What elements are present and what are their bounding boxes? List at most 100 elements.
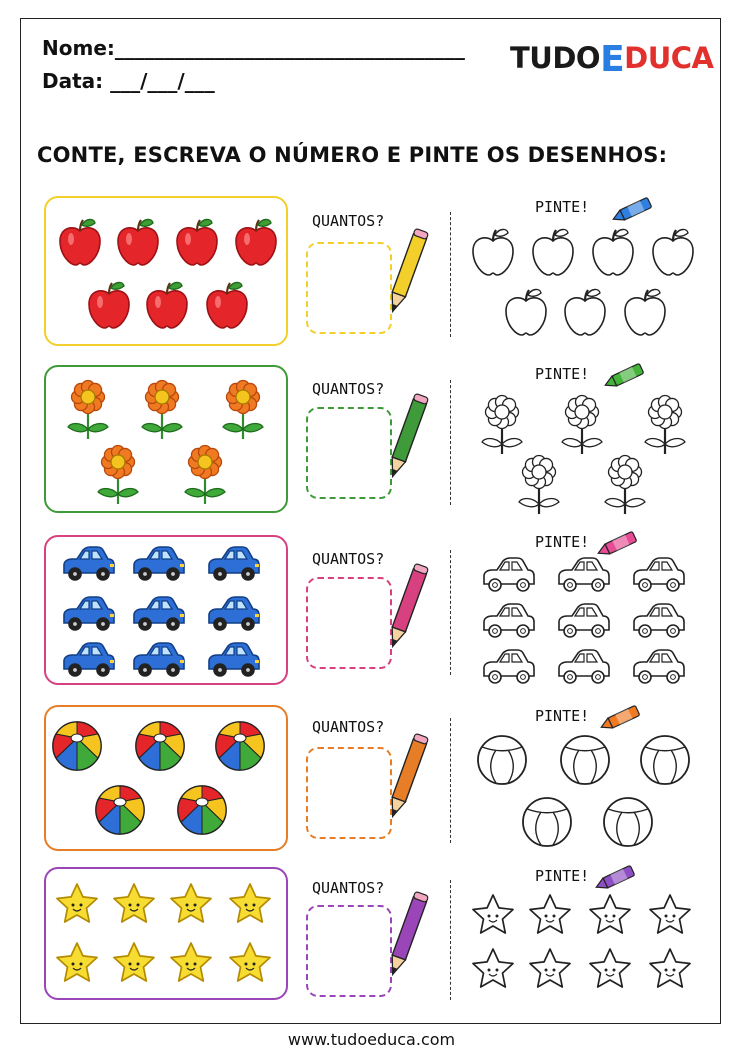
flower-outline-to-color[interactable] xyxy=(644,394,686,455)
answer-box[interactable] xyxy=(306,577,392,669)
ball-colored-picture xyxy=(95,785,145,835)
ball-outline-to-color[interactable] xyxy=(603,797,653,847)
star-colored-picture xyxy=(229,942,271,982)
page-border xyxy=(20,18,721,1024)
flower-outline-to-color[interactable] xyxy=(561,394,603,455)
ball-colored-picture xyxy=(177,785,227,835)
apple-colored-picture xyxy=(176,218,218,266)
date-field-label[interactable]: Data: ___/___/___ xyxy=(42,69,215,93)
crayon-icon xyxy=(597,531,637,555)
star-outline-to-color[interactable] xyxy=(649,894,691,934)
pinte-label: PINTE! xyxy=(535,365,590,383)
star-colored-picture xyxy=(56,942,98,982)
car-outline-to-color[interactable] xyxy=(633,557,685,592)
star-outline-to-color[interactable] xyxy=(649,948,691,988)
crayon-icon xyxy=(604,363,644,387)
instruction-title: CONTE, ESCREVA O NÚMERO E PINTE OS DESEN… xyxy=(37,143,668,167)
pencil-icon xyxy=(391,891,429,977)
ball-colored-picture xyxy=(135,721,185,771)
ball-colored-picture xyxy=(52,721,102,771)
car-outline-to-color[interactable] xyxy=(558,557,610,592)
dashed-divider xyxy=(450,212,451,337)
ball-outline-to-color[interactable] xyxy=(522,797,572,847)
flower-colored-picture xyxy=(184,444,226,504)
star-outline-to-color[interactable] xyxy=(529,948,571,988)
crayon-icon xyxy=(595,865,635,889)
car-colored-picture xyxy=(208,596,260,631)
flower-colored-picture xyxy=(141,379,183,439)
logo-part-tudo: TUDO xyxy=(510,41,601,75)
flower-outline-to-color[interactable] xyxy=(481,394,523,455)
counting-picture-box xyxy=(44,867,288,1000)
tudoeduca-logo: TUDOEDUCA xyxy=(510,36,714,80)
car-outline-to-color[interactable] xyxy=(633,603,685,638)
car-colored-picture xyxy=(63,546,115,581)
car-outline-to-color[interactable] xyxy=(558,603,610,638)
answer-box[interactable] xyxy=(306,407,392,499)
name-field-label[interactable]: Nome:___________________________________ xyxy=(42,36,465,60)
counting-picture-box xyxy=(44,196,288,346)
star-colored-picture xyxy=(113,883,155,923)
crayon-icon xyxy=(600,705,640,729)
ball-outline-to-color[interactable] xyxy=(640,735,690,785)
answer-box[interactable] xyxy=(306,242,392,334)
apple-outline-to-color[interactable] xyxy=(472,228,514,276)
car-outline-to-color[interactable] xyxy=(633,649,685,684)
star-outline-to-color[interactable] xyxy=(472,894,514,934)
counting-picture-box xyxy=(44,365,288,513)
flower-outline-to-color[interactable] xyxy=(604,454,646,515)
apple-colored-picture xyxy=(59,218,101,266)
dashed-divider xyxy=(450,718,451,843)
answer-box[interactable] xyxy=(306,747,392,839)
star-colored-picture xyxy=(170,883,212,923)
star-colored-picture xyxy=(56,883,98,923)
car-colored-picture xyxy=(133,642,185,677)
apple-outline-to-color[interactable] xyxy=(505,288,547,336)
pencil-icon xyxy=(391,393,429,479)
car-outline-to-color[interactable] xyxy=(483,649,535,684)
apple-colored-picture xyxy=(206,281,248,329)
star-outline-to-color[interactable] xyxy=(472,948,514,988)
apple-outline-to-color[interactable] xyxy=(624,288,666,336)
flower-outline-to-color[interactable] xyxy=(518,454,560,515)
pinte-label: PINTE! xyxy=(535,707,590,725)
counting-picture-box xyxy=(44,705,288,851)
apple-outline-to-color[interactable] xyxy=(564,288,606,336)
apple-outline-to-color[interactable] xyxy=(592,228,634,276)
ball-outline-to-color[interactable] xyxy=(477,735,527,785)
star-colored-picture xyxy=(113,942,155,982)
car-colored-picture xyxy=(63,596,115,631)
ball-outline-to-color[interactable] xyxy=(560,735,610,785)
apple-outline-to-color[interactable] xyxy=(652,228,694,276)
car-colored-picture xyxy=(208,546,260,581)
counting-picture-box xyxy=(44,535,288,685)
car-outline-to-color[interactable] xyxy=(558,649,610,684)
dashed-divider xyxy=(450,380,451,505)
apple-outline-to-color[interactable] xyxy=(532,228,574,276)
quantos-label: QUANTOS? xyxy=(312,879,385,897)
pencil-icon xyxy=(391,563,429,649)
ball-colored-picture xyxy=(215,721,265,771)
quantos-label: QUANTOS? xyxy=(312,718,385,736)
footer-url[interactable]: www.tudoeduca.com xyxy=(287,1030,456,1049)
flower-colored-picture xyxy=(97,444,139,504)
pencil-icon xyxy=(391,733,429,819)
car-colored-picture xyxy=(63,642,115,677)
apple-colored-picture xyxy=(117,218,159,266)
answer-box[interactable] xyxy=(306,905,392,997)
car-outline-to-color[interactable] xyxy=(483,603,535,638)
star-outline-to-color[interactable] xyxy=(529,894,571,934)
car-colored-picture xyxy=(133,596,185,631)
flower-colored-picture xyxy=(222,379,264,439)
logo-part-duca: DUCA xyxy=(624,41,714,75)
logo-part-e: E xyxy=(600,39,625,80)
star-outline-to-color[interactable] xyxy=(589,894,631,934)
crayon-icon xyxy=(612,197,652,221)
pencil-icon xyxy=(391,228,429,314)
star-outline-to-color[interactable] xyxy=(589,948,631,988)
car-outline-to-color[interactable] xyxy=(483,557,535,592)
